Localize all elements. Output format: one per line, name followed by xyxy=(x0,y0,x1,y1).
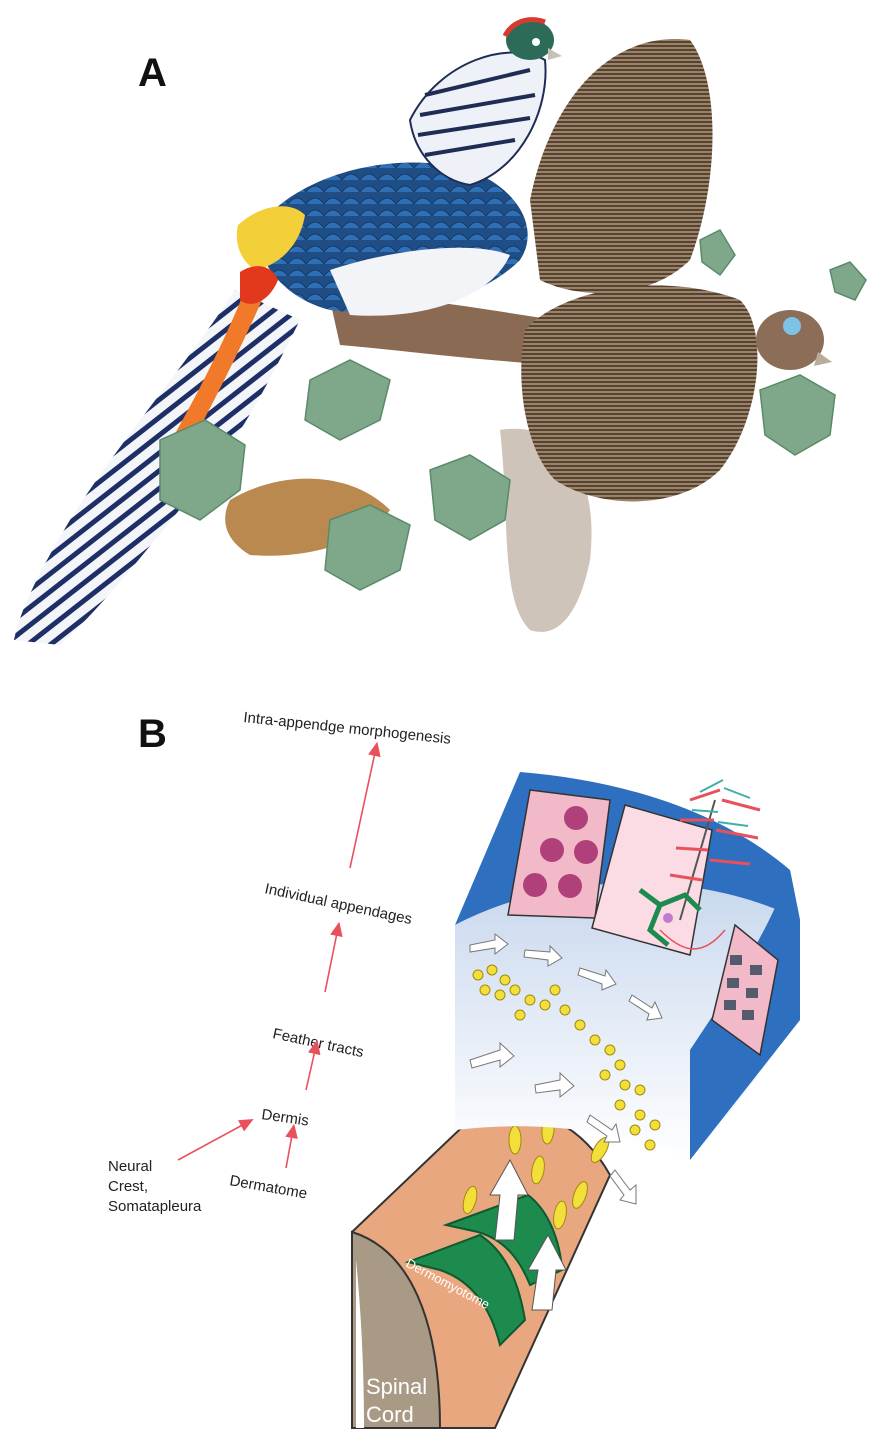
arrow-appendages-to-top xyxy=(350,748,376,868)
pheasant-photo xyxy=(14,20,866,645)
label-dermis: Dermis xyxy=(260,1106,309,1129)
somite-block: Dermomyotome Spinal Cord xyxy=(352,1109,612,1428)
male-rump-red xyxy=(240,266,278,304)
arrow-dermis-to-tracts xyxy=(306,1046,316,1090)
arrow-neural-to-dermis xyxy=(178,1122,248,1160)
label-spinal-1: Spinal xyxy=(366,1374,427,1399)
label-neural-crest-1: Neural xyxy=(108,1158,152,1175)
panel-a-letter: A xyxy=(138,51,167,95)
female-body xyxy=(521,286,757,502)
label-spinal-2: Cord xyxy=(366,1402,414,1427)
label-dermatome: Dermatome xyxy=(228,1172,308,1202)
label-neural-crest-2: Crest, xyxy=(108,1178,148,1195)
female-eye-ring xyxy=(783,317,801,335)
flow-arrows xyxy=(178,748,376,1168)
label-intra-appendage: Intra-appendge morphogenesis xyxy=(243,709,452,748)
male-eye xyxy=(532,38,540,46)
female-tail-fan xyxy=(530,39,713,293)
male-tail xyxy=(14,290,300,645)
label-feather-tracts: Feather tracts xyxy=(271,1025,365,1061)
male-beak xyxy=(548,48,562,60)
panel-b: B Intra-appendge morphogenesis Individua… xyxy=(108,709,800,1428)
panel-a: A xyxy=(14,20,866,645)
label-individual-appendages: Individual appendages xyxy=(263,880,413,928)
label-neural-crest-3: Somatapleura xyxy=(108,1198,202,1215)
panel-b-letter: B xyxy=(138,712,167,756)
arrow-dermatome-to-dermis xyxy=(286,1130,293,1168)
arrow-tracts-to-appendages xyxy=(325,928,338,992)
